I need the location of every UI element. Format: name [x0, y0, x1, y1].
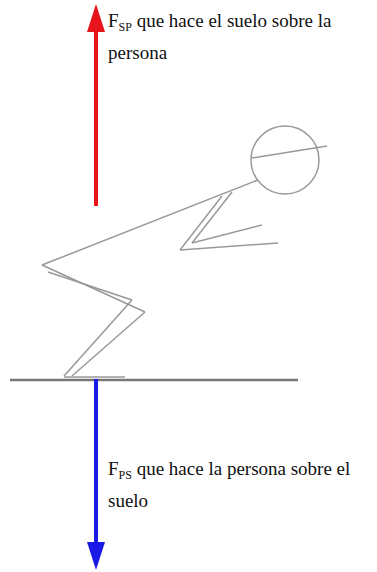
force-label: FPS que hace la persona sobre el suelo — [108, 456, 370, 514]
force-description: que hace el suelo sobre la persona — [108, 10, 331, 63]
force-arrow-up — [87, 4, 105, 206]
force-subscript: SP — [119, 20, 132, 34]
force-description: que hace la persona sobre el suelo — [108, 458, 350, 511]
force-symbol: F — [108, 10, 119, 31]
force-arrow-down — [87, 379, 105, 570]
force-subscript: PS — [119, 468, 132, 482]
floor-line — [10, 379, 298, 382]
force-label: FSP que hace el suelo sobre la persona — [108, 8, 370, 66]
person-figure — [42, 126, 327, 377]
force-symbol: F — [108, 458, 119, 479]
